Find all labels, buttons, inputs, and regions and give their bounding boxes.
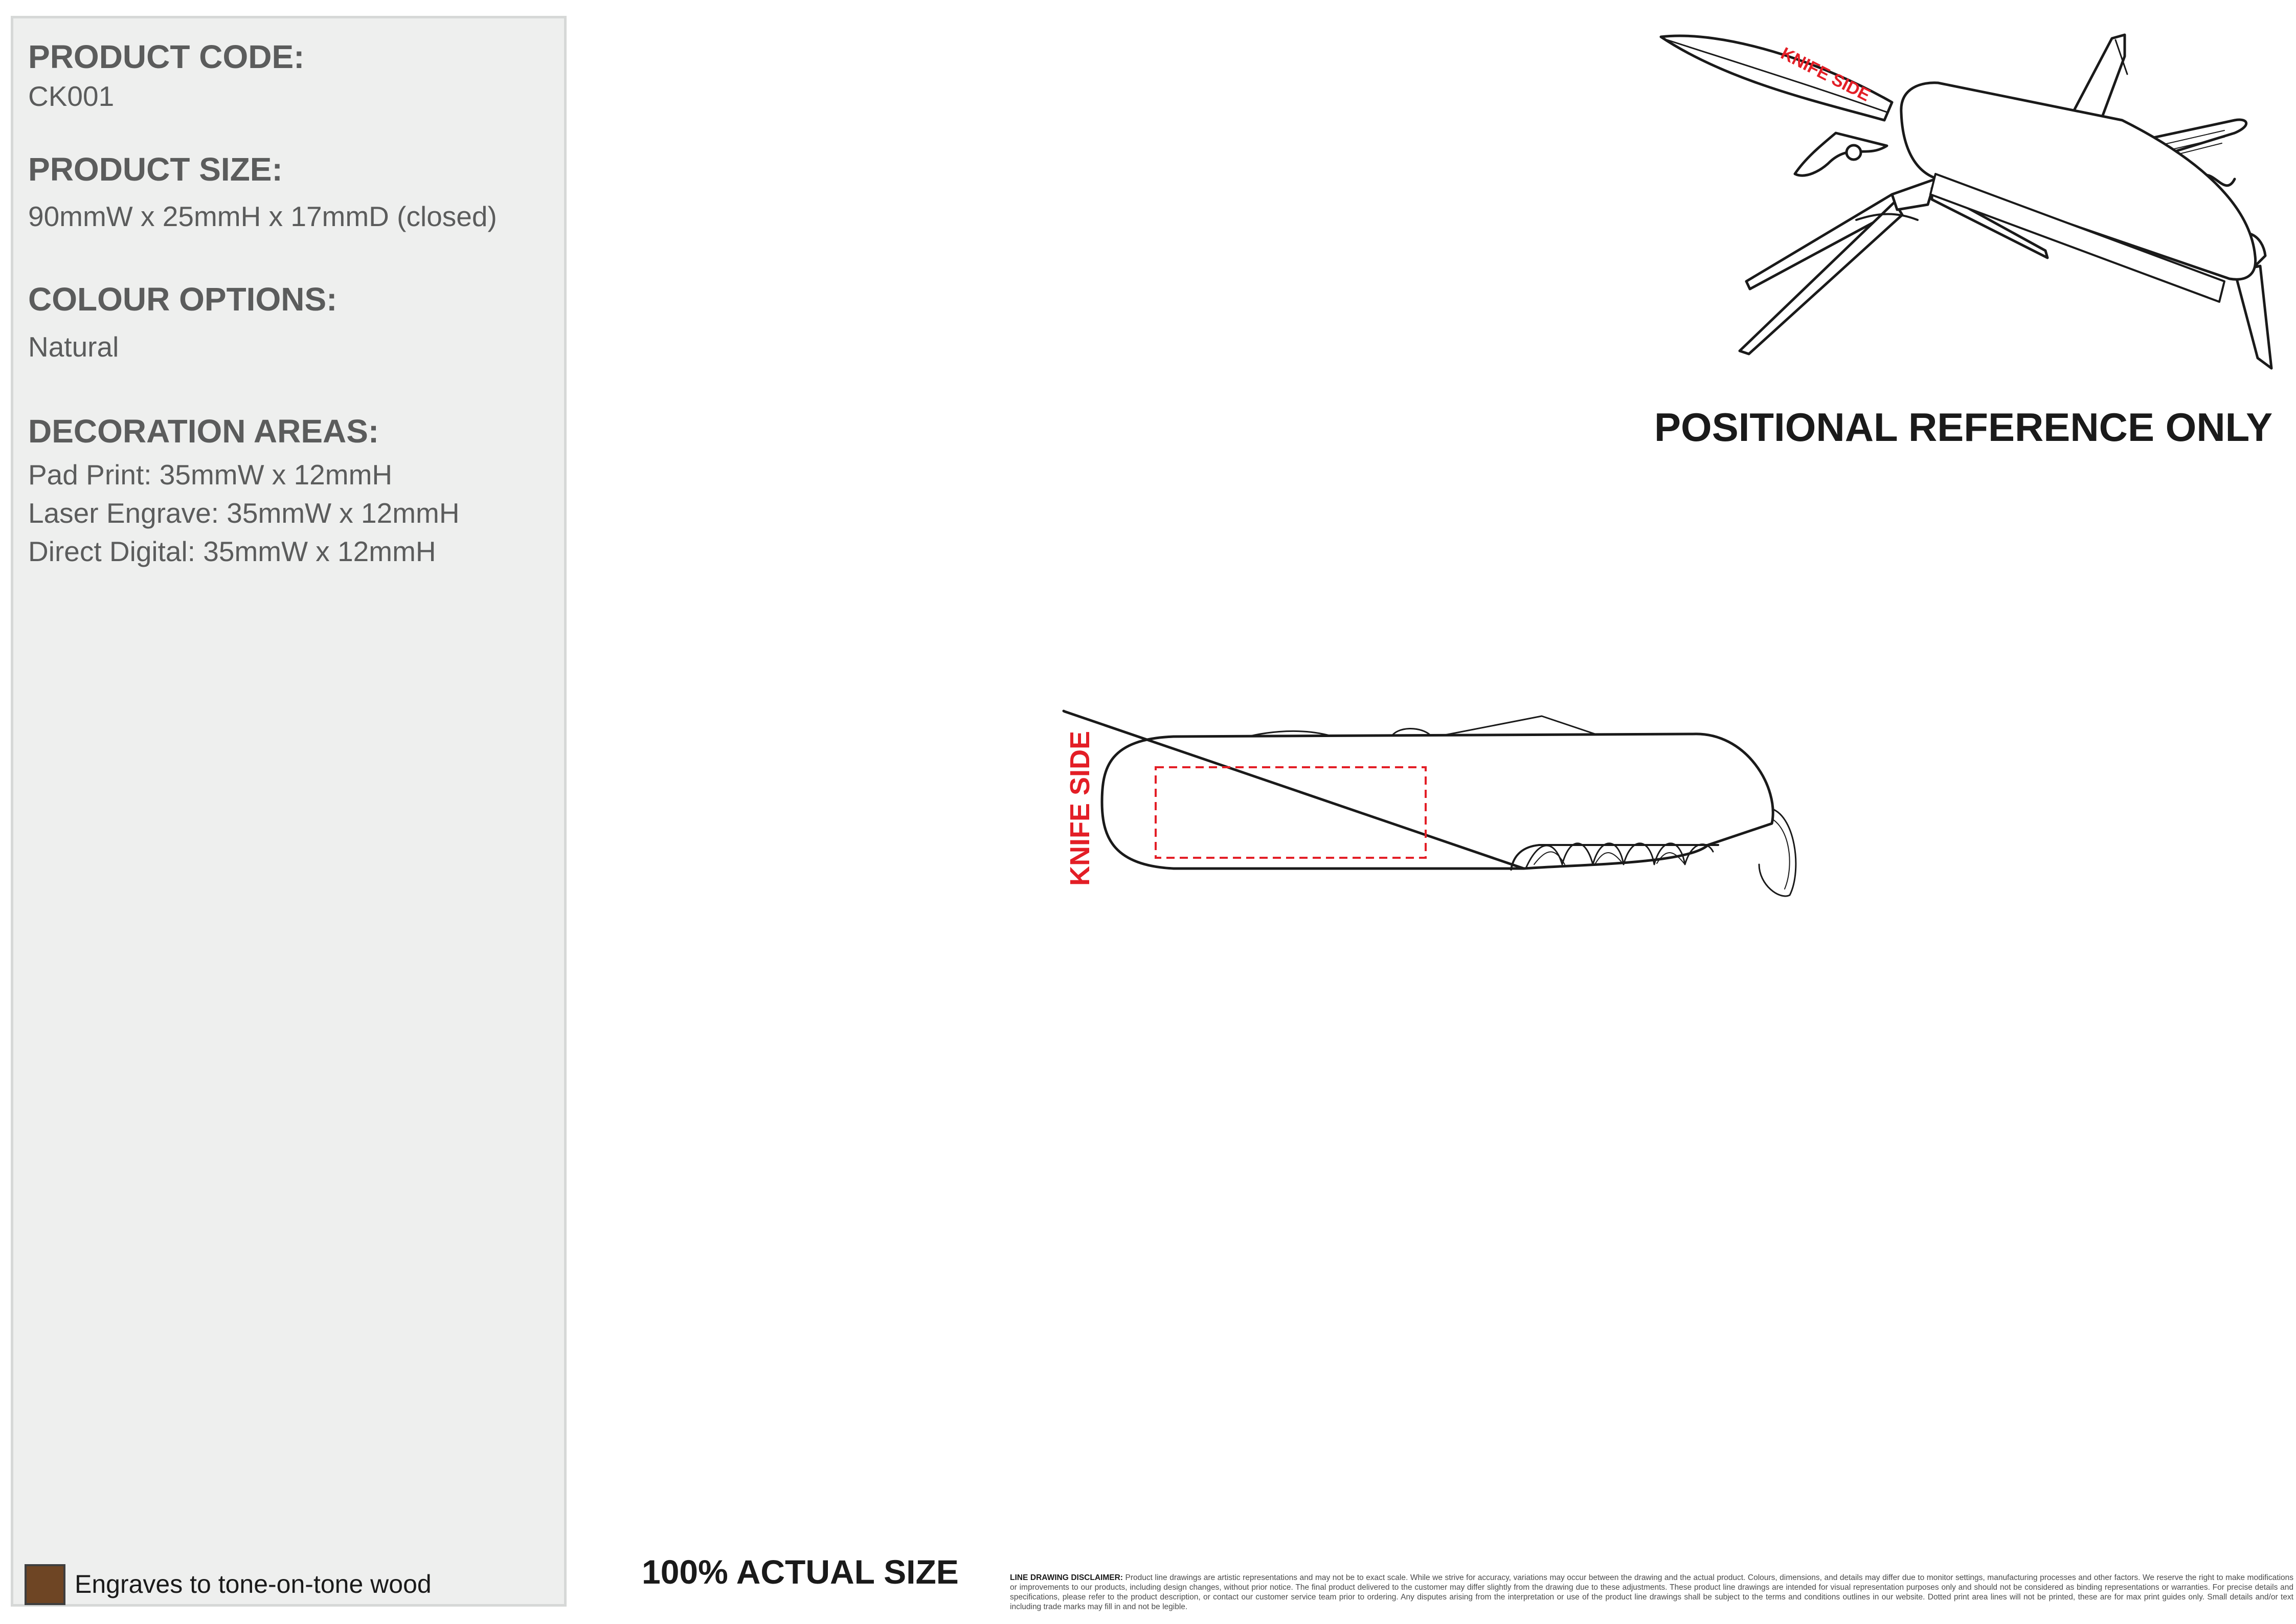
decoration-item: Laser Engrave: 35mmW x 12mmH	[28, 497, 460, 529]
product-code-label: PRODUCT CODE:	[28, 38, 305, 75]
wood-colour-swatch	[25, 1564, 65, 1605]
decoration-item: Direct Digital: 35mmW x 12mmH	[28, 536, 436, 567]
decoration-item: Pad Print: 35mmW x 12mmH	[28, 459, 393, 491]
disclaimer-text: Product line drawings are artistic repre…	[1010, 1573, 2294, 1611]
main-knife-drawing: KNIFE SIDE	[1062, 709, 1797, 897]
product-size-label: PRODUCT SIZE:	[28, 151, 283, 188]
colour-options-value: Natural	[28, 331, 119, 363]
actual-size-label: 100% ACTUAL SIZE	[642, 1553, 959, 1591]
disclaimer-heading: LINE DRAWING DISCLAIMER:	[1010, 1573, 1123, 1582]
swatch-label: Engraves to tone-on-tone wood	[75, 1570, 432, 1598]
product-code-value: CK001	[28, 80, 115, 112]
main-knife-side-label: KNIFE SIDE	[1065, 731, 1095, 886]
product-size-value: 90mmW x 25mmH x 17mmD (closed)	[28, 201, 497, 232]
reference-knife-drawing: KNIFE SIDE	[1659, 33, 2273, 370]
line-drawing-disclaimer: LINE DRAWING DISCLAIMER: Product line dr…	[1010, 1573, 2293, 1612]
positional-reference-heading: POSITIONAL REFERENCE ONLY	[1654, 405, 2273, 450]
print-area-guide	[1155, 766, 1427, 859]
decoration-areas-label: DECORATION AREAS:	[28, 413, 379, 450]
product-info-panel: PRODUCT CODE: CK001 PRODUCT SIZE: 90mmW …	[11, 16, 567, 1607]
colour-options-label: COLOUR OPTIONS:	[28, 281, 337, 318]
